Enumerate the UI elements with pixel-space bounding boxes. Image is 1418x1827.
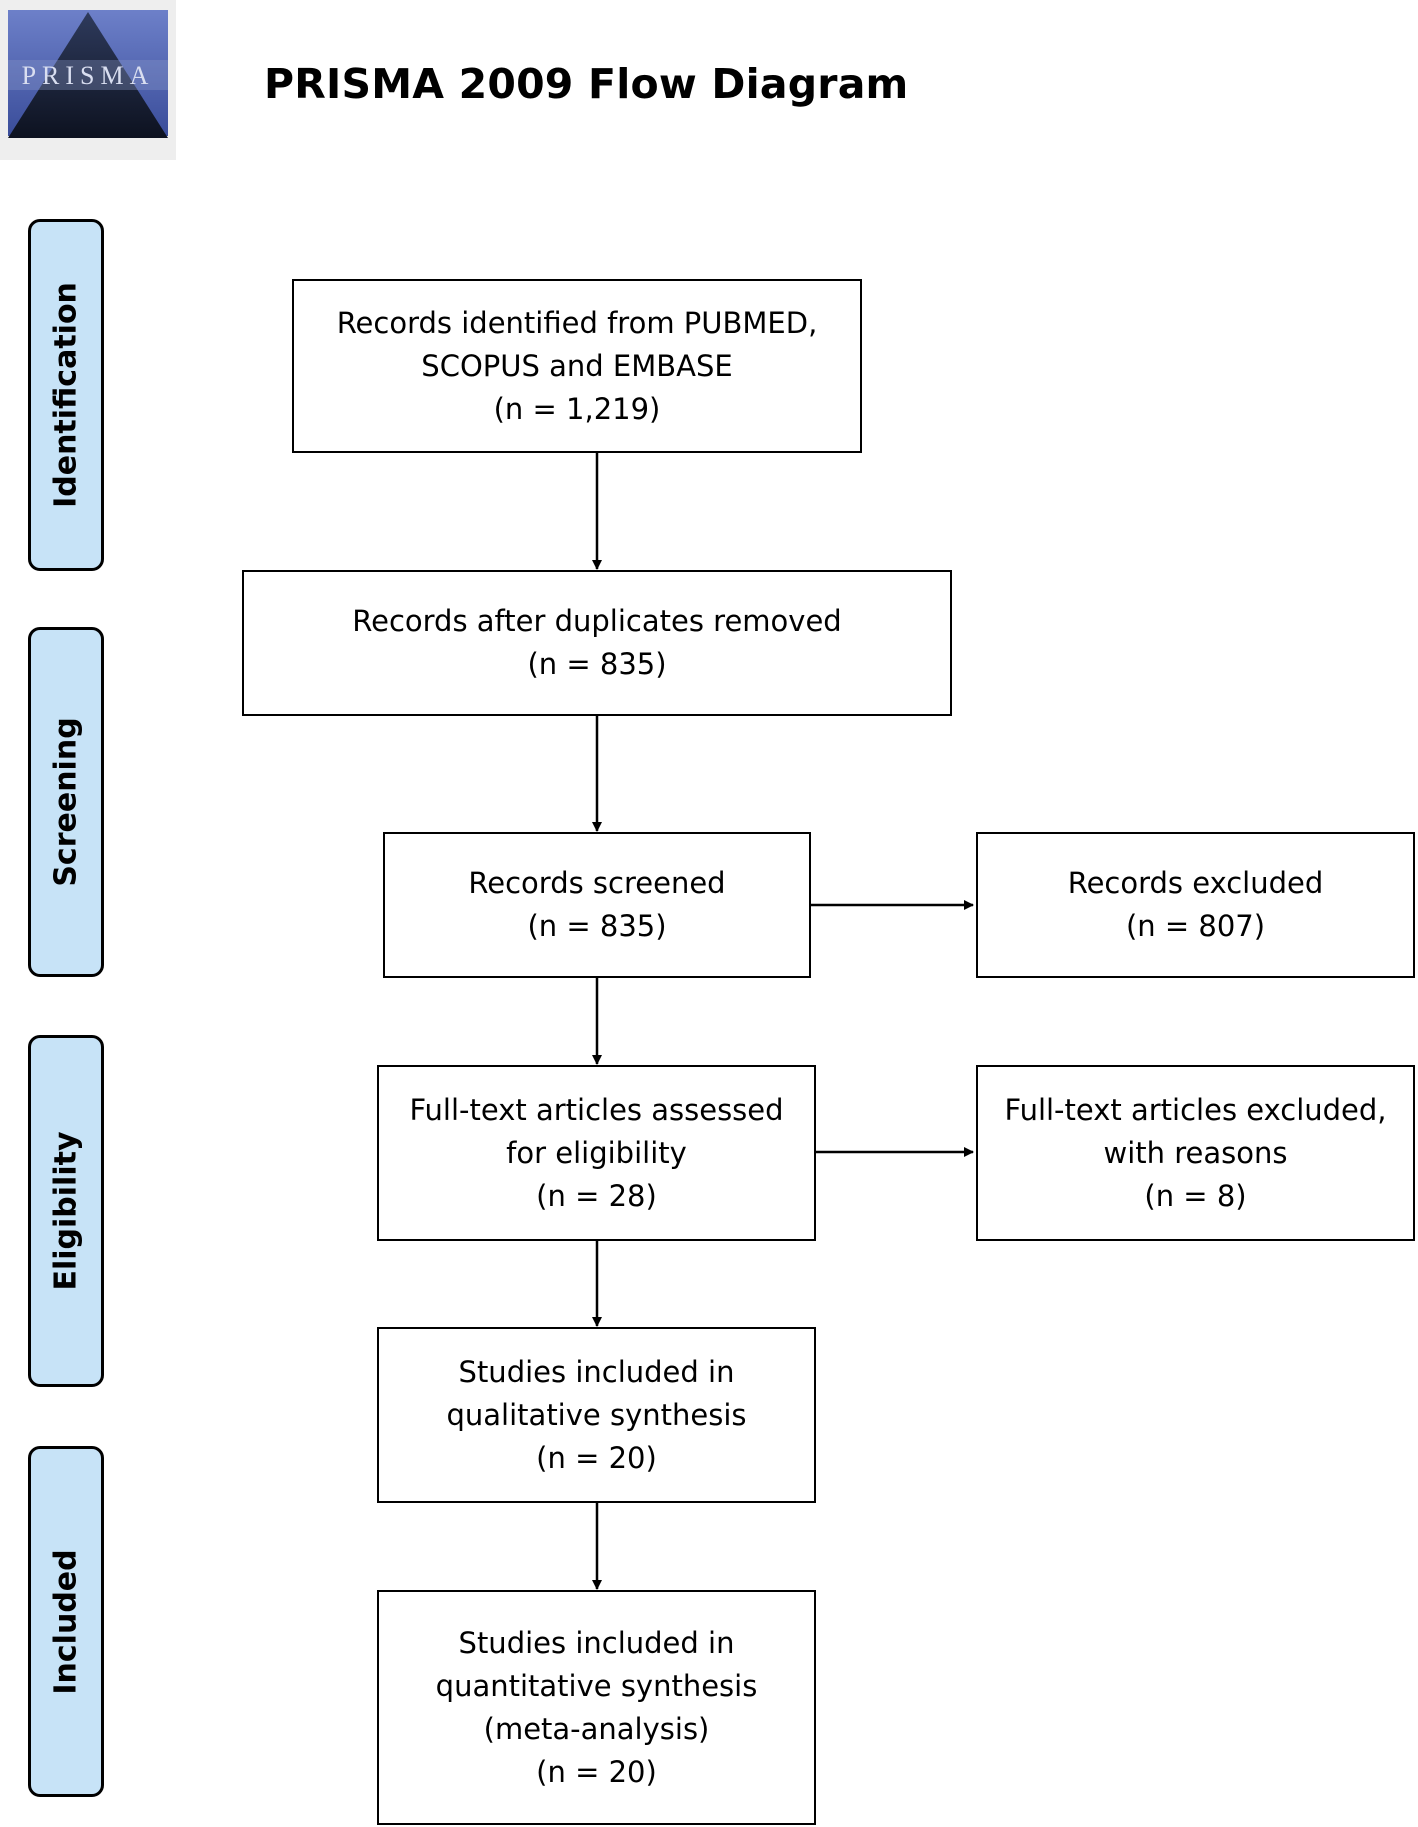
- box-fulltext-assessed: Full-text articles assessed for eligibil…: [377, 1065, 816, 1241]
- box-quantitative-line3: (meta-analysis): [483, 1711, 710, 1746]
- box-records-identified-line2: SCOPUS and EMBASE: [421, 348, 733, 383]
- box-fulltext-excluded: Full-text articles excluded, with reason…: [976, 1065, 1415, 1241]
- phase-included: Included: [28, 1446, 104, 1797]
- box-qualitative-line2: qualitative synthesis: [446, 1397, 747, 1432]
- box-fulltext-excluded-line1: Full-text articles excluded,: [1004, 1092, 1387, 1127]
- box-after-duplicates-line1: Records after duplicates removed: [352, 604, 842, 638]
- box-fulltext-excluded-count: (n = 8): [1144, 1178, 1247, 1213]
- phase-eligibility: Eligibility: [28, 1035, 104, 1387]
- box-records-screened: Records screened (n = 835): [383, 832, 811, 978]
- box-screened-count: (n = 835): [527, 909, 667, 943]
- box-screened-line1: Records screened: [468, 866, 726, 900]
- box-qualitative-synthesis: Studies included in qualitative synthesi…: [377, 1327, 816, 1503]
- box-qualitative-count: (n = 20): [536, 1440, 657, 1475]
- box-records-identified-count: (n = 1,219): [493, 391, 661, 426]
- box-after-duplicates-count: (n = 835): [527, 647, 667, 681]
- page-title: PRISMA 2009 Flow Diagram: [264, 60, 909, 108]
- box-excluded-line1: Records excluded: [1067, 866, 1324, 900]
- box-records-identified: Records identified from PUBMED, SCOPUS a…: [292, 279, 862, 453]
- box-records-after-duplicates: Records after duplicates removed (n = 83…: [242, 570, 952, 716]
- box-fulltext-excluded-line2: with reasons: [1103, 1135, 1288, 1170]
- phase-screening: Screening: [28, 627, 104, 977]
- box-quantitative-synthesis: Studies included in quantitative synthes…: [377, 1590, 816, 1825]
- logo-text: PRISMA: [22, 61, 155, 90]
- box-quantitative-count: (n = 20): [536, 1754, 657, 1789]
- prisma-logo: PRISMA: [0, 0, 176, 160]
- box-fulltext-assessed-line1: Full-text articles assessed: [409, 1092, 784, 1127]
- box-excluded-count: (n = 807): [1125, 909, 1266, 943]
- box-quantitative-line2: quantitative synthesis: [435, 1668, 758, 1703]
- box-fulltext-assessed-count: (n = 28): [536, 1178, 657, 1213]
- phase-identification: Identification: [28, 219, 104, 571]
- box-fulltext-assessed-line2: for eligibility: [506, 1135, 687, 1170]
- box-quantitative-line1: Studies included in: [458, 1625, 735, 1660]
- box-qualitative-line1: Studies included in: [458, 1354, 735, 1389]
- box-records-excluded: Records excluded (n = 807): [976, 832, 1415, 978]
- box-records-identified-line1: Records identified from PUBMED,: [336, 305, 818, 340]
